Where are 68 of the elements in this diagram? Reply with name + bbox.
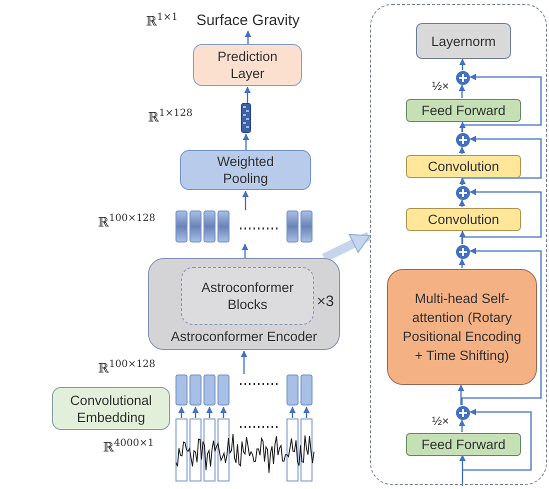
attention-box bbox=[387, 269, 537, 385]
dimension-label: ℝ$^{1×1}$ bbox=[146, 12, 178, 30]
dimension-label: ℝ$^{1×128}$ bbox=[148, 108, 193, 126]
arrow bbox=[242, 134, 250, 150]
feed-forward-box bbox=[406, 99, 521, 122]
block-label: Layernorm bbox=[431, 32, 496, 50]
embedding-vector bbox=[241, 103, 251, 133]
arrow bbox=[458, 200, 466, 207]
arrow bbox=[458, 84, 466, 98]
add-circle bbox=[456, 406, 470, 420]
block-label: Convolution bbox=[428, 158, 500, 175]
arrow bbox=[459, 230, 466, 244]
dimension-label: ℝ$^{100×128}$ bbox=[98, 359, 156, 376]
arrow bbox=[220, 406, 227, 418]
block-label: Feed Forward bbox=[421, 436, 506, 453]
detail-panel bbox=[370, 4, 547, 485]
arrow bbox=[242, 190, 249, 210]
arrow bbox=[458, 146, 466, 154]
dimension-label: ℝ$^{4000×1}$ bbox=[103, 438, 154, 456]
pooling-box bbox=[180, 150, 311, 190]
block-label: Feed Forward bbox=[421, 102, 506, 119]
residual-arrow bbox=[462, 408, 532, 471]
add-circle bbox=[456, 186, 470, 200]
arrow bbox=[459, 58, 466, 70]
block-label: Astroconformer Blocks bbox=[200, 279, 295, 313]
embedding-box bbox=[52, 387, 170, 430]
repeat-count: ×3 bbox=[316, 293, 334, 310]
edge-label: ½× bbox=[432, 414, 450, 428]
blocks-box bbox=[181, 267, 314, 325]
arrow bbox=[289, 406, 296, 418]
arrow bbox=[459, 178, 466, 185]
residual-arrow bbox=[461, 74, 542, 132]
arrow bbox=[459, 122, 466, 132]
block-label: Convolution bbox=[428, 211, 500, 228]
residual-arrow bbox=[461, 248, 542, 405]
arrow bbox=[459, 454, 466, 486]
arrow bbox=[206, 406, 213, 418]
arrow bbox=[244, 86, 251, 103]
arrow bbox=[458, 384, 464, 405]
arrow bbox=[240, 350, 248, 374]
add-circle bbox=[456, 245, 470, 259]
feed-forward-box bbox=[406, 433, 521, 456]
arrow bbox=[303, 406, 310, 418]
arrow bbox=[242, 244, 248, 258]
add-circle bbox=[456, 133, 470, 147]
edge-label: ½× bbox=[432, 79, 450, 93]
block-arrow bbox=[322, 232, 371, 262]
arrow bbox=[244, 30, 252, 44]
block-label: Weighted Pooling bbox=[216, 153, 275, 187]
arrow bbox=[458, 420, 466, 432]
block-label: Astroconformer Encoder bbox=[170, 328, 318, 345]
add-circle bbox=[456, 71, 470, 85]
signal-windows-drawing bbox=[174, 418, 316, 482]
block-label: Convolutional Embedding bbox=[69, 392, 153, 426]
block-label: Prediction Layer bbox=[216, 48, 279, 82]
residual-arrow bbox=[461, 188, 542, 244]
prediction-layer-box bbox=[193, 44, 302, 86]
encoder-box bbox=[148, 258, 340, 350]
convolution-box bbox=[406, 155, 521, 178]
arrow bbox=[192, 406, 199, 418]
arrow bbox=[178, 406, 185, 418]
residual-arrow bbox=[461, 136, 542, 185]
convolution-box bbox=[406, 208, 521, 231]
arrow bbox=[458, 258, 466, 268]
block-label: Multi-head Self-attention (Rotary Positional Encoding + Time Shifting) bbox=[402, 290, 522, 365]
layernorm-box bbox=[416, 23, 511, 59]
dimension-label: ℝ$^{100×128}$ bbox=[98, 213, 156, 230]
output-label: Surface Gravity bbox=[196, 12, 300, 28]
